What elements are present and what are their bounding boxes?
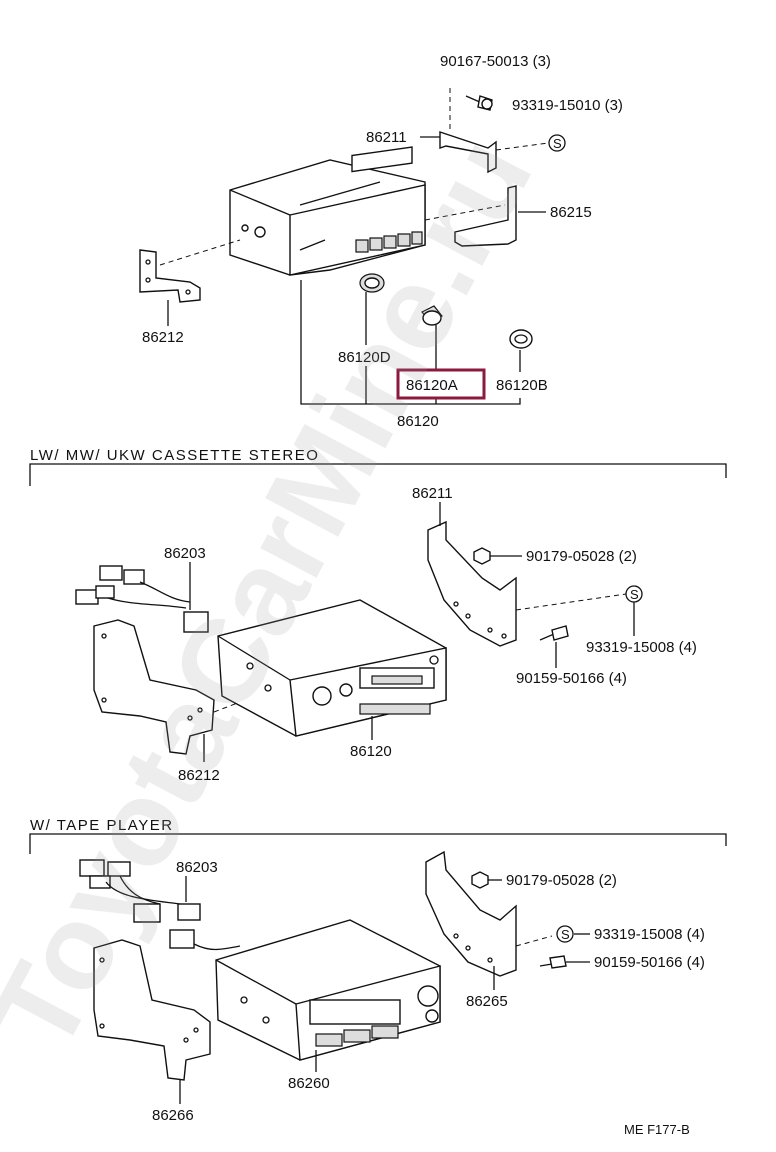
label-86265: 86265 [466,993,508,1010]
harness-86203-bottom-icon [79,859,241,951]
label-90159-bottom: 90159-50166 (4) [594,954,705,971]
top-section: S [139,53,623,430]
s-mark-mid-label: S [630,587,639,602]
label-90159-mid: 90159-50166 (4) [516,670,627,687]
radio-unit-top-icon [229,146,426,276]
bracket-86211-icon [439,131,497,174]
section-title-cassette-stereo: LW/ MW/ UKW CASSETTE STEREO [30,447,319,464]
label-90179-bottom: 90179-05028 (2) [506,872,617,889]
screw-90159-bottom-icon [539,955,567,969]
knob-86120d-icon [359,273,385,293]
label-86260: 86260 [288,1075,330,1092]
s-mark-top-label: S [553,136,562,151]
label-86266: 86266 [152,1107,194,1124]
label-86120-top: 86120 [397,413,439,430]
bracket-86212-mid-icon [93,619,215,755]
nut-90179-bottom-icon [471,871,489,889]
nut-90179-mid-icon [473,547,491,565]
middle-section: LW/ MW/ UKW CASSETTE STEREO S [29,447,727,784]
label-90167-50013: 90167-50013 (3) [440,53,551,70]
label-86212-top: 86212 [142,329,184,346]
s-marker-top [548,134,566,152]
label-86120d: 86120D [338,349,391,366]
label-86120a: 86120A [406,377,458,394]
s-mark-bottom-label: S [561,927,570,942]
screw-90167-icon [465,95,493,111]
label-86203-bottom: 86203 [176,859,218,876]
label-86211-mid: 86211 [412,485,453,502]
diagram-code: ME F177-B [624,1122,690,1137]
harness-86203-mid-icon [75,565,209,633]
knob-86120a-icon [421,305,443,326]
screw-90159-mid-icon [539,625,569,641]
cassette-stereo-unit-icon [217,599,447,737]
label-86215: 86215 [550,204,592,221]
highlight-86120a [396,368,486,400]
knob-86120b-icon [509,329,533,349]
label-86203-mid: 86203 [164,545,206,562]
bracket-86265-icon [425,850,517,977]
label-93319-15008-mid: 93319-15008 (4) [586,639,697,656]
label-86120b: 86120B [496,377,548,394]
bracket-86215-icon [454,185,517,247]
label-93319-15008-bottom: 93319-15008 (4) [594,926,705,943]
label-86120-mid: 86120 [350,743,392,760]
tape-player-unit-icon [215,919,441,1061]
s-marker-bottom [556,925,574,943]
bracket-86211-mid-icon [427,520,517,647]
bracket-86212-icon [139,249,201,303]
bottom-section: W/ TAPE PLAYER [29,817,727,1124]
label-86212-mid: 86212 [178,767,220,784]
label-90179-mid: 90179-05028 (2) [526,548,637,565]
bracket-86266-icon [93,939,211,1081]
label-93319-15010: 93319-15010 (3) [512,97,623,114]
section-title-tape-player: W/ TAPE PLAYER [30,817,174,834]
label-86211-top: 86211 [366,129,407,146]
